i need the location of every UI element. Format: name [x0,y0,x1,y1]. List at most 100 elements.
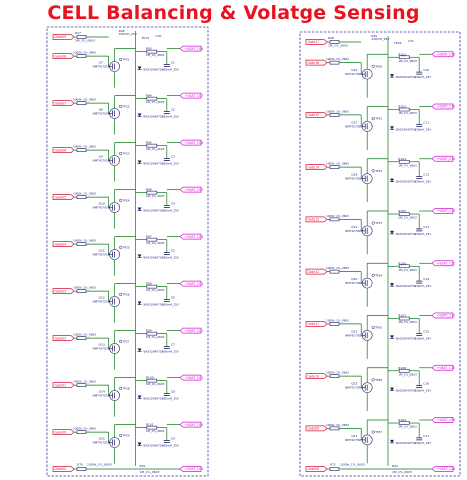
vbat-2-tag [431,155,454,162]
diode-5-tri [137,301,142,305]
mosfet-ref: Q13 [99,343,105,347]
mosfet-ref: Q10 [99,202,105,206]
balance-resistor-value: 1M_1%_0603 [146,53,165,57]
cap-ref: C17 [423,434,429,438]
gate-3-label: Gate13 [308,218,320,222]
tp-3-testpoint [371,221,375,225]
mosfet-part: NMT4270SE [345,124,362,128]
gate-resistor-value: 1000k_1%_0603 [326,214,349,218]
gate-resistor [76,430,87,434]
gate-5-tag [52,288,75,295]
cap-ref: C14 [423,277,429,281]
panel-frame [46,26,209,477]
balance-resistor-ref: R106 [398,261,406,265]
balance-resistor-value: 1M_1%_0603 [398,111,417,115]
mosfet-part: NMT4270SE [345,386,362,390]
vbat-4-tag [431,260,454,267]
testpoint-ref: TP23 [122,151,130,155]
balance-resistor-ref: R97 [146,235,152,239]
gate-5-label: Gate11 [308,322,320,326]
balance-resistor-value: 1M_1%_0603 [398,59,417,63]
mosfet-ref: Q23 [351,434,357,438]
diode-2-tri [137,160,142,164]
diode-8-tri [137,442,142,446]
gate-2-tag [305,164,328,170]
top-resistor-ref: R27 [75,31,81,35]
cap-value: 330mH_25V [414,75,431,79]
gate-3-tag [52,194,75,201]
cap-value: 330mH_25V [162,115,179,119]
cap-value: 330mH_25V [162,162,179,166]
vbat-6-tag [431,364,454,371]
gate-7-tag [305,425,328,432]
balance-resistor-ref: R94 [146,94,152,98]
gate-resistor-value: 1000k_1%_0603 [73,286,96,290]
gate-resistor-value: 1000k_1%_0603 [73,98,96,102]
vbat-5-label: +VBAT_C03 [185,282,204,286]
schematic-title: CELL Balancing & Volatge Sensing [47,2,420,24]
vbat-6-tag [179,327,202,334]
mosfet-part: NMT4270SE [93,112,110,116]
testpoint-ref: TP33 [374,221,382,225]
diode-part: BAS3264075A [144,397,164,401]
gate-resistor [76,101,87,105]
top-testpoint-label: TP16 [393,41,402,45]
cap-ref: C15 [423,329,429,333]
diode-part: BAS3264075A [144,209,164,213]
diode-3-tri [390,230,394,234]
gate-5-label: Gate03 [55,289,67,293]
mosfet-ref: Q20 [351,277,357,281]
cap-value: 330mH_25V [162,397,179,401]
mosfet-ref: Q19 [351,225,357,229]
cap-value: 330mH_25V [414,441,431,445]
cap-value: 330mH_25V [162,303,179,307]
gate-1-label: Gate07 [55,101,67,105]
tp-3-testpoint [119,198,123,202]
vbat-7-tag [431,417,454,423]
cap-ref: C7 [171,343,175,347]
mosfet-part: NMT4270SE [93,441,110,445]
bottom-ref: R71 [330,463,336,467]
vbat-8-tag [179,421,202,428]
gate-1-label: Gate15 [308,113,320,117]
cap-value: 330mH_25V [414,180,431,184]
vbat-8-label: +VBAT_C00 [185,423,204,427]
vbat-2-tag [179,139,202,146]
gate-resistor-value: 1000k_1%_0603 [73,380,96,384]
gate-resistor [329,60,340,65]
balance-resistor-value: 1M_1%_0603 [146,100,165,104]
tp-1-testpoint [371,116,375,121]
cap-value: 330mH_25V [162,256,179,260]
vbat-3-tag [431,208,454,214]
top-resistor-ref: R28 [328,36,334,40]
mosfet-part: NMT4270SE [345,229,362,233]
bottom-gate-tag [305,466,328,472]
cap-ref: C6 [171,296,175,300]
gate-0-tag [305,59,328,66]
gate-7-label: Gate01 [55,383,67,387]
bottom-gate-resistor [76,467,87,471]
top-ref-2-value: 330mH_25V [371,37,390,41]
gate-resistor-value: 1000k_1%_0603 [73,427,96,431]
vbat-2-label: +VBAT_C14 [437,157,456,161]
cap-ref: C8 [171,390,175,394]
balance-resistor-value: 1M_1%_0603 [146,194,165,198]
vbat-0-label: +VBAT_C16 [437,52,456,56]
top-testpoint-label: TP15 [141,36,150,40]
balance-resistor-value: 1M_1%_0603 [146,335,165,339]
cap-value: 330mH_25V [162,350,179,354]
balance-resistor-ref: R104 [398,157,406,161]
balance-resistor-ref: R100 [146,376,154,380]
testpoint-ref: TP34 [374,273,382,277]
tp-5-testpoint [371,325,375,330]
gate-resistor-value: 1000k_1%_0603 [326,318,349,322]
gate-resistor-value: 1000k_1%_0603 [73,333,96,337]
gate-4-label: Gate12 [308,270,320,274]
bottom-gate-resistor [329,467,340,471]
diode-part: BAS3264075A [144,162,164,166]
cap-ref: C9 [171,437,175,441]
gate-resistor-value: 1000k_1%_0603 [326,162,349,166]
top-resistor-value: 1M_1%_0603 [75,39,95,43]
testpoint-ref: TP28 [122,386,130,390]
